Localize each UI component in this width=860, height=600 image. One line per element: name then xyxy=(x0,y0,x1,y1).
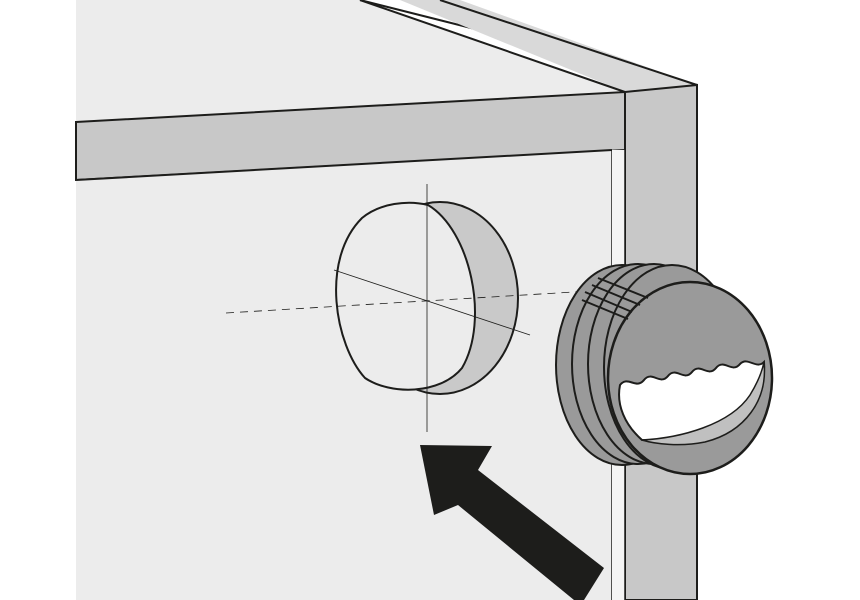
cabinet-top-edge xyxy=(359,0,626,93)
center-guides xyxy=(225,184,641,432)
diagonal-guide xyxy=(333,269,531,336)
duct-adapter xyxy=(555,263,774,476)
hole-opening xyxy=(335,201,476,391)
adapter-rib-marks xyxy=(581,277,649,320)
cabinet-top xyxy=(76,0,625,122)
cabinet-top-side-strip xyxy=(400,0,697,92)
cabinet-front-top-edge xyxy=(75,149,613,181)
insertion-arrow xyxy=(420,445,604,600)
cabinet-top-outer-edge xyxy=(439,0,698,86)
adapter-inner-shade xyxy=(641,361,766,446)
wall-hole xyxy=(335,201,519,395)
